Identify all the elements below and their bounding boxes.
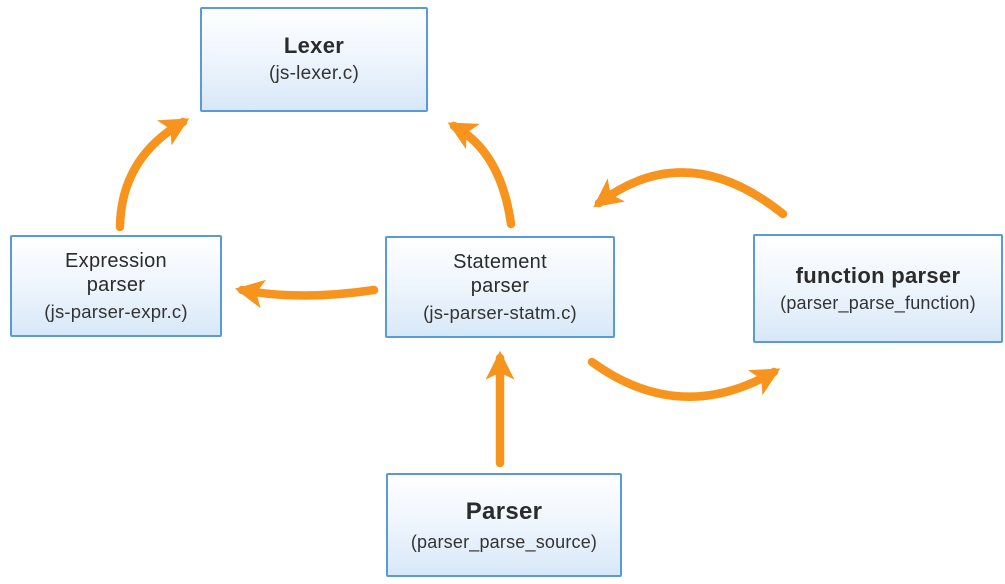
node-lexer-title: Lexer — [283, 33, 345, 59]
arrow-function-parser-to-statement-parser — [593, 168, 788, 219]
arrow-expression-parser-to-lexer — [115, 117, 190, 232]
node-parser-subtitle: (parser_parse_source) — [410, 531, 598, 552]
node-parser-title: Parser — [465, 497, 543, 525]
arrow-statement-parser-to-expression-parser — [234, 279, 379, 309]
node-expression-parser-subtitle: (js-parser-expr.c) — [44, 300, 188, 322]
node-parser: Parser (parser_parse_source) — [386, 473, 622, 577]
node-statement-parser: Statement parser (js-parser-statm.c) — [385, 236, 615, 338]
arrow-statement-parser-to-lexer — [447, 121, 516, 229]
node-statement-parser-subtitle: (js-parser-statm.c) — [423, 301, 577, 323]
arrow-statement-parser-to-function-parser — [587, 357, 781, 401]
node-expression-parser-title: Expression parser — [65, 250, 167, 297]
node-function-parser-title: function parser — [795, 262, 961, 288]
node-expression-parser: Expression parser (js-parser-expr.c) — [10, 235, 222, 337]
node-lexer-subtitle: (js-lexer.c) — [268, 63, 359, 85]
node-function-parser-subtitle: (parser_parse_function) — [780, 292, 976, 313]
node-lexer: Lexer (js-lexer.c) — [200, 7, 428, 112]
node-function-parser: function parser (parser_parse_function) — [753, 234, 1003, 343]
node-statement-parser-title: Statement parser — [453, 251, 547, 298]
